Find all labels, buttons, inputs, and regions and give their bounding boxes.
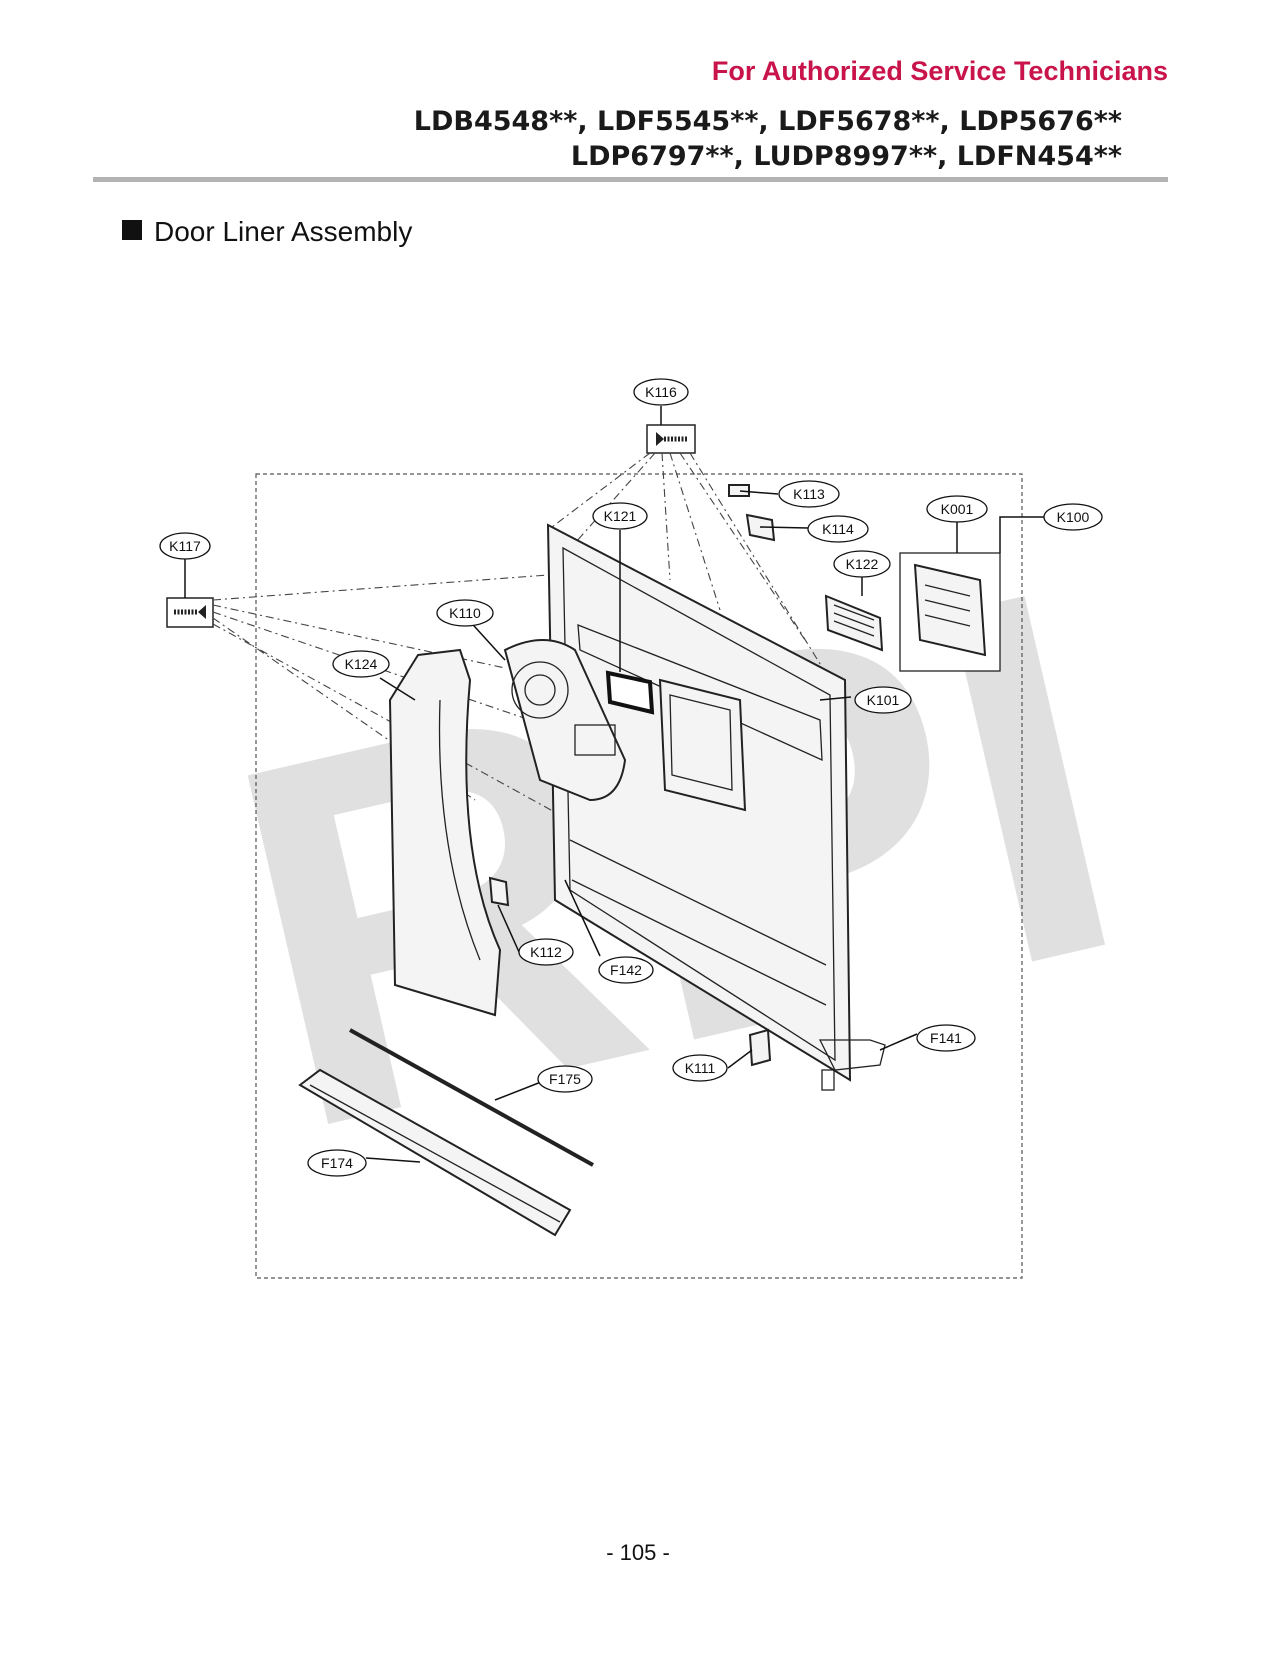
callout-k117: K117	[159, 532, 211, 560]
model-numbers: LDB4548**, LDF5545**, LDF5678**, LDP5676…	[414, 104, 1122, 174]
bracket-k111	[748, 1028, 772, 1067]
svg-text:K113: K113	[793, 486, 825, 502]
svg-text:K101: K101	[867, 692, 900, 708]
detergent-cup	[658, 678, 747, 812]
rinse-cap-k121	[605, 670, 655, 715]
svg-text:F141: F141	[930, 1030, 962, 1046]
callout-k110: K110	[436, 599, 494, 627]
svg-text:K111: K111	[685, 1060, 716, 1076]
screw-k117-icon	[166, 597, 214, 628]
svg-text:F142: F142	[610, 962, 642, 978]
callout-k114: K114	[807, 515, 869, 543]
svg-text:K001: K001	[941, 501, 974, 517]
screw-k116-icon	[646, 424, 696, 454]
svg-text:K112: K112	[530, 944, 562, 960]
side-panel-k124	[388, 648, 502, 1017]
authorized-technicians-banner: For Authorized Service Technicians	[711, 56, 1168, 86]
clip-k113	[728, 484, 750, 497]
callout-k116: K116	[633, 378, 689, 406]
callout-k124: K124	[332, 650, 390, 678]
callout-k100: K100	[1043, 503, 1103, 531]
seal-f175	[349, 1028, 594, 1167]
callout-f175: F175	[537, 1065, 593, 1093]
vent-k122	[824, 594, 884, 652]
square-bullet-icon	[122, 220, 142, 240]
callout-f141: F141	[916, 1024, 976, 1052]
svg-text:K116: K116	[645, 384, 677, 400]
svg-text:F175: F175	[549, 1071, 581, 1087]
callout-k001: K001	[926, 495, 988, 523]
svg-text:K110: K110	[449, 605, 481, 621]
callout-k122: K122	[833, 550, 891, 578]
svg-text:K117: K117	[169, 538, 201, 554]
callout-k111: K111	[672, 1054, 728, 1082]
svg-text:K100: K100	[1057, 509, 1090, 525]
bracket-k112	[488, 876, 510, 907]
module-k001	[899, 552, 1001, 672]
svg-text:F174: F174	[321, 1155, 353, 1171]
svg-text:K124: K124	[345, 656, 378, 672]
dispenser-k110	[503, 639, 627, 802]
callout-k112: K112	[518, 938, 574, 966]
callout-k113: K113	[778, 480, 840, 508]
callout-f174: F174	[307, 1149, 367, 1177]
section-heading: Door Liner Assembly	[122, 216, 412, 248]
callout-k121: K121	[592, 502, 648, 530]
svg-text:K121: K121	[604, 508, 637, 524]
svg-text:K122: K122	[846, 556, 879, 572]
model-line-2: LDP6797**, LUDP8997**, LDFN454**	[570, 141, 1122, 172]
trim-f174	[298, 1068, 572, 1237]
header-divider	[93, 177, 1168, 182]
svg-text:K114: K114	[822, 521, 854, 537]
assembly-boundary	[255, 473, 1023, 1279]
page-number: - 105 -	[606, 1540, 670, 1565]
callout-k101: K101	[854, 686, 912, 714]
callout-f142: F142	[598, 956, 654, 984]
section-title: Door Liner Assembly	[154, 216, 413, 247]
model-line-1: LDB4548**, LDF5545**, LDF5678**, LDP5676…	[413, 106, 1122, 137]
